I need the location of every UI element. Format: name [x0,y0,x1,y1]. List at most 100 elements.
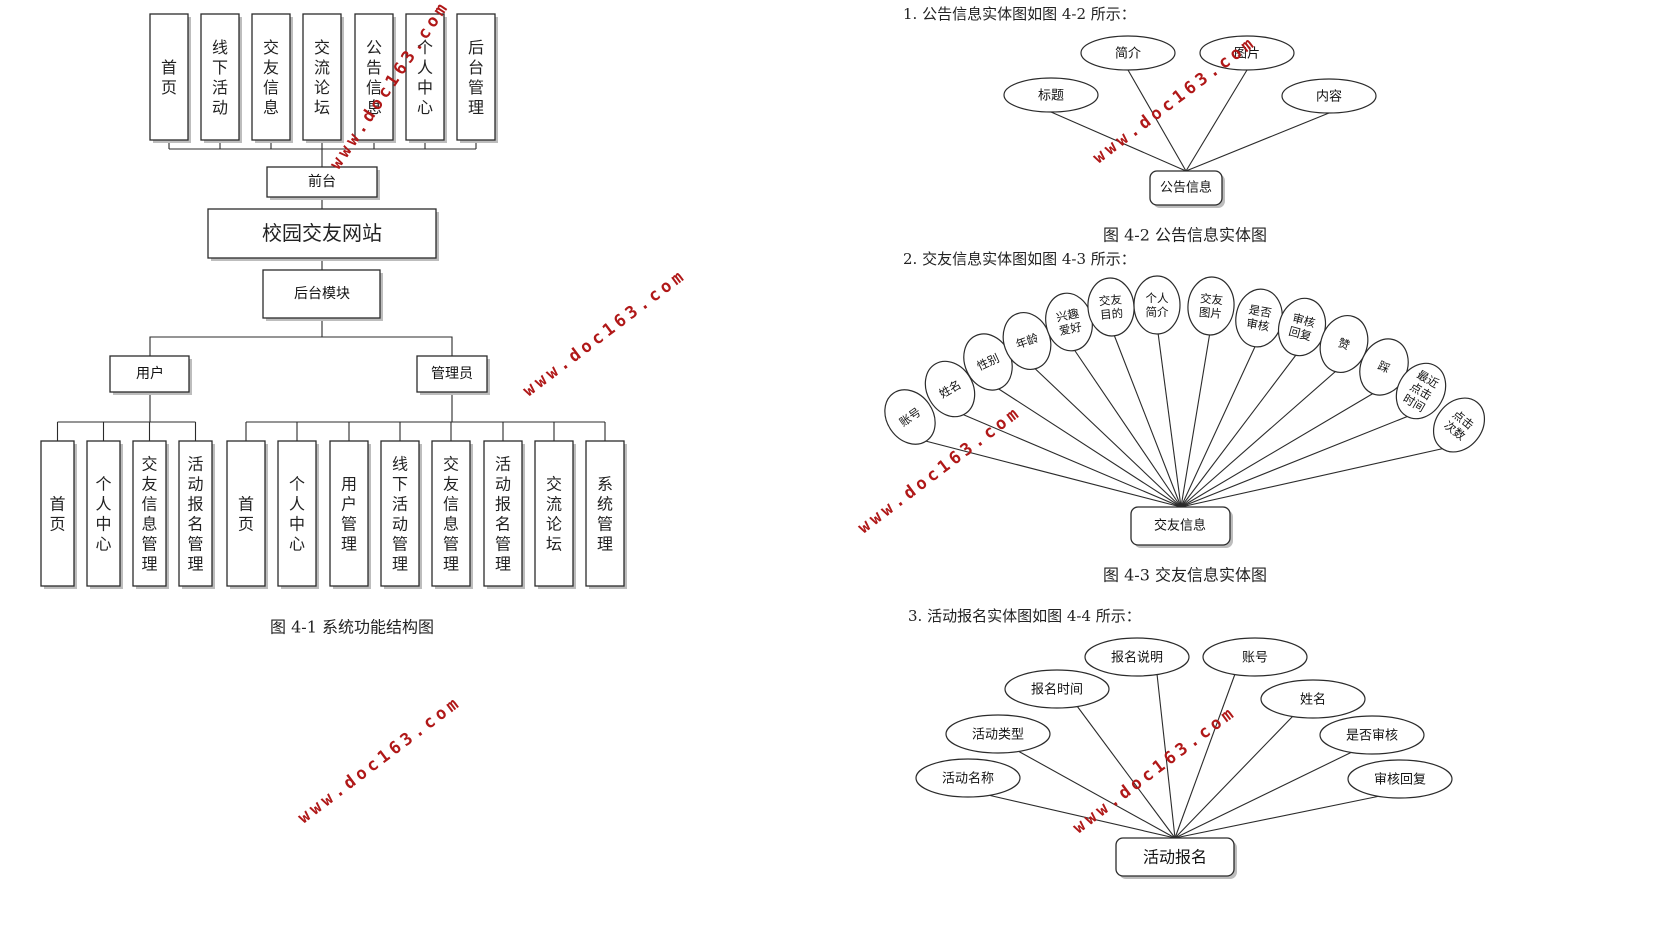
er3-heading: 3. 活动报名实体图如图 4-4 所示： [908,607,1141,625]
er1-attribute-label-0: 标题 [1038,89,1064,104]
structure-diagram-caption: 图 4-1 系统功能结构图 [270,618,434,637]
frontend-box [266,166,380,200]
user-module-box-1-rect [86,440,121,587]
front-module-label-1: 线下活动 [212,38,228,117]
er3-attribute-label-5: 姓名 [1300,692,1326,708]
er1-attribute-ellipse-0 [1003,77,1099,113]
er2-attribute-label-4: 兴趣爱好 [1055,306,1084,338]
er2-attribute-label-6: 个人简介 [1146,291,1169,319]
user-module-box-2-rect [132,440,167,587]
user-module-box-0-rect [40,440,75,587]
er1-link-1 [1127,69,1187,172]
admin-module-label-7: 系统管理 [597,474,613,553]
admin-module-box-6-rect [534,440,574,587]
front-module-box-6 [456,13,498,143]
er3-link-0 [987,794,1176,839]
user-role-box [109,355,192,395]
watermark-1: www.doc163.com [519,265,690,401]
front-module-label-6: 后台管理 [468,38,484,117]
er1-entity-label: 公告信息 [1160,180,1212,196]
er2-attribute-ellipse-6 [1133,275,1181,335]
front-module-box-1-rect [200,13,240,141]
er3-attribute-ellipse-7 [1347,759,1453,799]
watermark-4: www.doc163.com [294,692,465,828]
admin-module-label-5: 活动报名管理 [495,454,511,573]
front-module-box-1 [200,13,242,143]
admin-role-box-rect [416,355,488,393]
er1-link-0 [1050,111,1187,172]
front-module-label-0: 首页 [161,58,177,97]
er1-attribute-label-2: 图片 [1234,47,1260,62]
er2-heading: 2. 交友信息实体图如图 4-3 所示： [903,250,1136,268]
er3-attribute-label-0: 活动名称 [942,771,994,787]
front-module-label-2: 交友信息 [263,38,279,117]
front-module-box-4 [354,13,396,143]
user-role-box-rect [109,355,190,393]
user-module-box-3-rect [178,440,213,587]
er3-link-4 [1174,673,1236,839]
admin-module-box-1-rect [277,440,317,587]
watermark-2: www.doc163.com [854,402,1025,538]
watermark-5: www.doc163.com [1069,702,1240,838]
er1-attribute-ellipse-3 [1281,78,1377,114]
er2-attribute-label-9: 审核回复 [1287,311,1317,344]
er2-link-2 [987,381,1182,508]
front-module-box-4-rect [354,13,394,141]
er1-entity-box-rect [1149,170,1223,206]
er2-attribute-label-10: 赞 [1336,336,1352,353]
er2-link-5 [1110,326,1182,508]
admin-module-box-0 [226,440,268,589]
er2-link-3 [1026,360,1182,508]
er3-link-5 [1174,715,1294,839]
user-module-box-1 [86,440,123,589]
er2-link-0 [909,436,1182,508]
front-module-box-0 [149,13,191,143]
er2-entity-box-rect [1130,506,1231,546]
frontend-label: 前台 [308,173,336,190]
backend-box-rect [262,269,381,319]
er1-link-3 [1185,112,1330,172]
admin-module-box-4 [431,440,473,589]
front-module-box-2-rect [251,13,291,141]
admin-module-box-7-rect [585,440,625,587]
er2-entity-box [1130,506,1233,548]
er2-link-11 [1180,386,1385,508]
user-module-box-2 [132,440,169,589]
er2-attribute-ellipse-12 [1395,362,1447,420]
er3-attribute-label-4: 账号 [1242,651,1268,666]
er2-link-6 [1156,324,1182,508]
er1-entity-box [1149,170,1225,208]
user-module-label-0: 首页 [49,494,65,533]
er3-entity-box-rect [1115,837,1235,877]
er3-link-3 [1156,673,1176,839]
admin-module-box-5-rect [483,440,523,587]
er3-attribute-ellipse-1 [945,714,1051,754]
admin-module-box-3 [380,440,422,589]
admin-role-label: 管理员 [431,366,473,382]
site-box-rect [207,208,437,259]
front-module-label-4: 公告信息 [366,38,382,117]
frontend-box-rect [266,166,378,198]
front-module-box-3-rect [302,13,342,141]
user-module-label-2: 交友信息管理 [141,454,157,573]
er3-link-6 [1174,751,1353,839]
er3-attribute-ellipse-5 [1260,679,1366,719]
er1-heading: 1. 公告信息实体图如图 4-2 所示： [903,5,1136,23]
user-module-box-0 [40,440,77,589]
er2-attribute-ellipse-7 [1187,276,1235,336]
er3-link-1 [1017,750,1176,839]
er3-attribute-ellipse-4 [1202,637,1308,677]
er3-attribute-label-1: 活动类型 [972,728,1024,743]
er3-attribute-ellipse-3 [1084,637,1190,677]
er3-entity-label: 活动报名 [1143,848,1207,867]
admin-module-box-1 [277,440,319,589]
user-role-label: 用户 [136,365,164,382]
backend-to-user-connector [149,318,323,356]
er2-link-4 [1068,341,1182,508]
backend-label: 后台模块 [294,286,350,302]
er2-attribute-label-5: 交友目的 [1098,292,1124,322]
er2-link-8 [1180,337,1260,508]
front-module-box-5-rect [405,13,445,141]
er2-entity-label: 交友信息 [1154,518,1206,534]
admin-module-label-0: 首页 [238,494,254,533]
